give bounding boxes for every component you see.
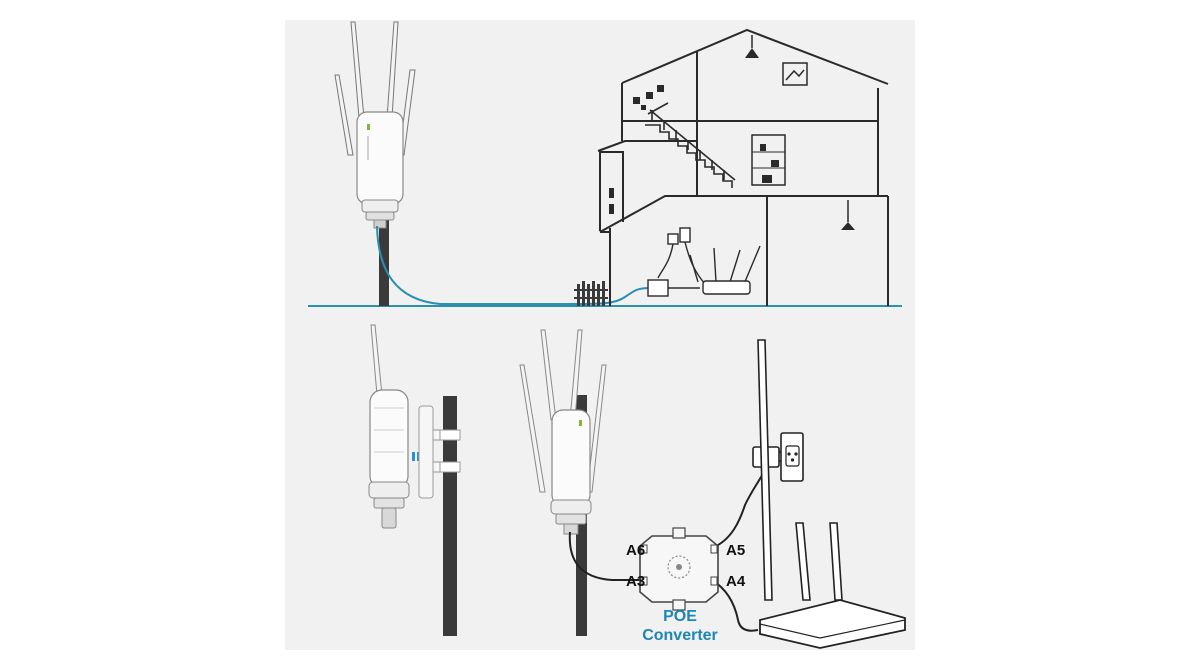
converter-label-line2: Converter: [642, 627, 718, 644]
wifi-router: [757, 339, 906, 649]
mounting-pole: [379, 215, 389, 306]
mounting-step: [368, 324, 461, 636]
house-outline: [597, 28, 889, 306]
cable-a5-to-adapter: [711, 469, 766, 549]
poe-converter: [639, 527, 719, 611]
outdoor-extender-top: [334, 21, 416, 229]
port-label-a6: A6: [626, 542, 645, 559]
house-decor: [609, 35, 855, 230]
outdoor-extender-side: [368, 324, 410, 529]
converter-label-line1: POE: [663, 608, 697, 625]
staircase: [645, 102, 736, 188]
port-label-a4: A4: [726, 573, 746, 590]
garden-fence: [574, 281, 608, 306]
cable-extender-to-a3: [568, 531, 640, 581]
port-label-a5: A5: [726, 542, 745, 559]
outdoor-extender-mounted: [519, 329, 607, 535]
port-label-a3: A3: [626, 573, 645, 590]
indoor-equipment: [647, 227, 761, 297]
wall-socket-icon: [780, 432, 804, 482]
pole-left: [443, 396, 457, 636]
cable-a4-to-router: [711, 579, 759, 632]
mounting-bracket: [418, 405, 446, 499]
top-scene: [308, 21, 902, 307]
pole-clamp: [439, 429, 461, 473]
connection-step: [519, 329, 906, 649]
